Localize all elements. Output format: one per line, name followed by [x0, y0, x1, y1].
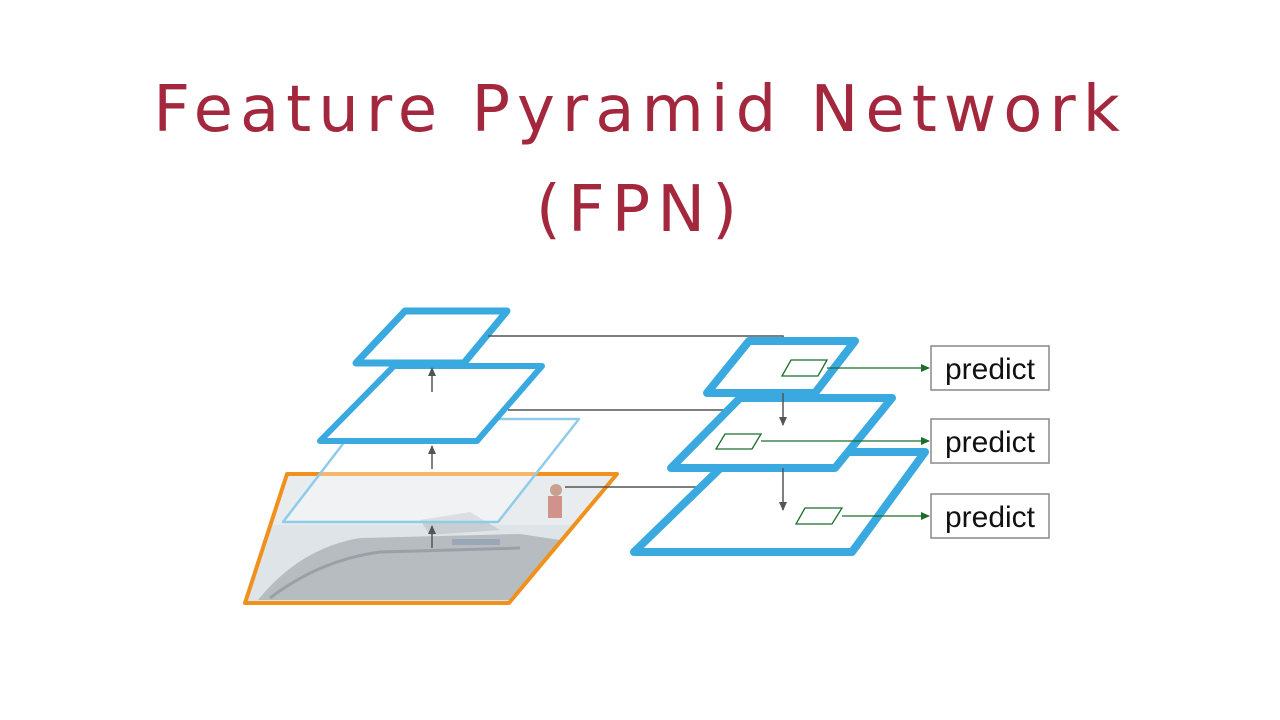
input-image [243, 472, 619, 605]
title-line-1: Feature Pyramid Network [153, 73, 1127, 147]
prediction-window-1 [780, 359, 829, 377]
predict-label-3: predict [945, 501, 1036, 534]
predict-box-3: predict [930, 493, 1050, 539]
prediction-window-3 [794, 507, 844, 525]
bottom-up-level-2 [317, 363, 545, 444]
input-image-border [243, 472, 619, 605]
top-down-level-2 [667, 394, 896, 472]
bottom-up-level-3 [281, 417, 581, 524]
predict-box-1: predict [930, 345, 1050, 391]
bottom-up-level-1 [352, 307, 511, 367]
prediction-window-2 [714, 433, 763, 450]
predict-label-1: predict [945, 353, 1036, 386]
predict-label-2: predict [945, 426, 1036, 459]
top-down-level-1 [703, 337, 859, 397]
title-line-2: (FPN) [535, 173, 745, 247]
predict-box-2: predict [930, 418, 1050, 464]
